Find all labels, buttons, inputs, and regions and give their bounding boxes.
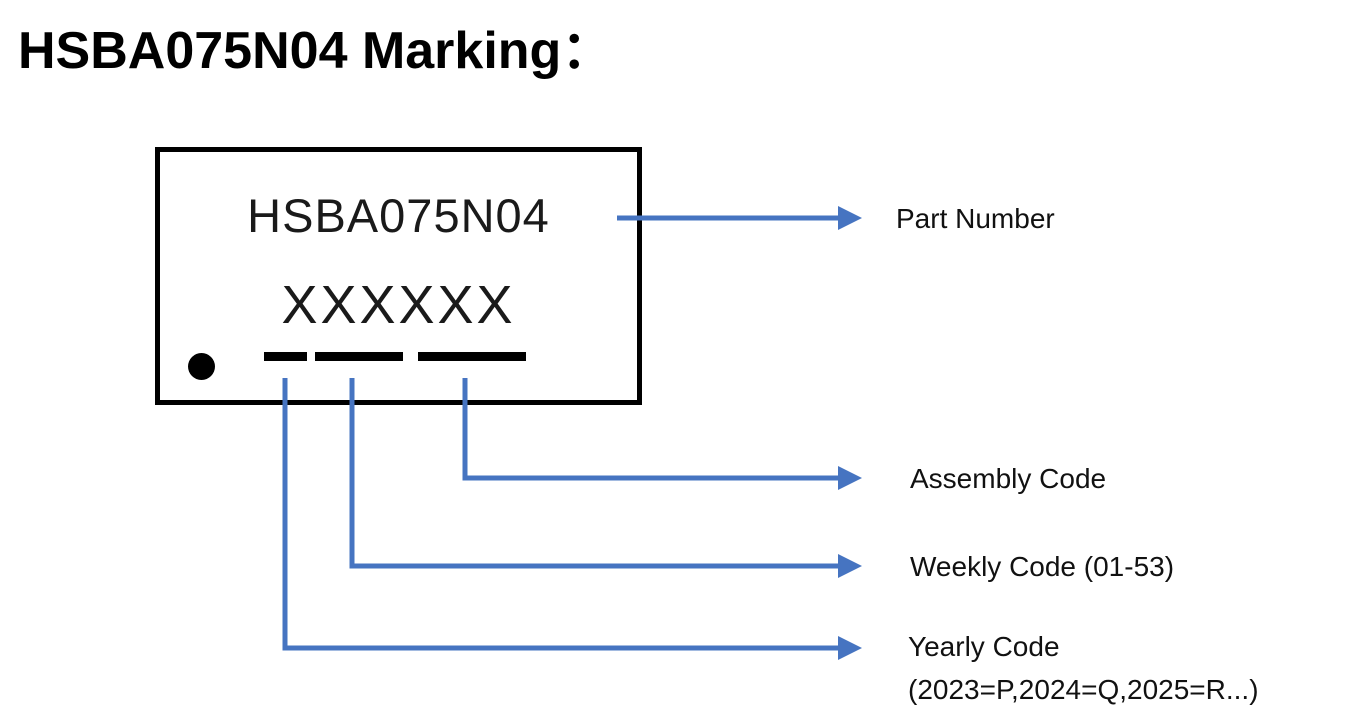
weekly-code-underline bbox=[315, 352, 403, 361]
pin1-dot bbox=[188, 353, 215, 380]
weekly-code-label: Weekly Code (01-53) bbox=[910, 551, 1175, 582]
assembly-code-underline bbox=[418, 352, 526, 361]
chip-code-placeholder-text: XXXXXX bbox=[281, 275, 516, 335]
yearly-code-arrow bbox=[282, 378, 862, 660]
yearly-code-label-line1: Yearly Code bbox=[908, 631, 1060, 662]
page-title: HSBA075N04 Marking： bbox=[18, 22, 614, 80]
part-number-label: Part Number bbox=[896, 203, 1055, 234]
chip-part-number-text: HSBA075N04 bbox=[247, 189, 550, 242]
yearly-code-underline bbox=[264, 352, 307, 361]
chip-outline: HSBA075N04 XXXXXX bbox=[155, 147, 642, 405]
yearly-code-label-line2: (2023=P,2024=Q,2025=R...) bbox=[908, 674, 1259, 705]
weekly-code-arrow bbox=[349, 378, 862, 578]
part-number-arrow bbox=[617, 206, 862, 230]
assembly-code-label: Assembly Code bbox=[910, 463, 1107, 494]
